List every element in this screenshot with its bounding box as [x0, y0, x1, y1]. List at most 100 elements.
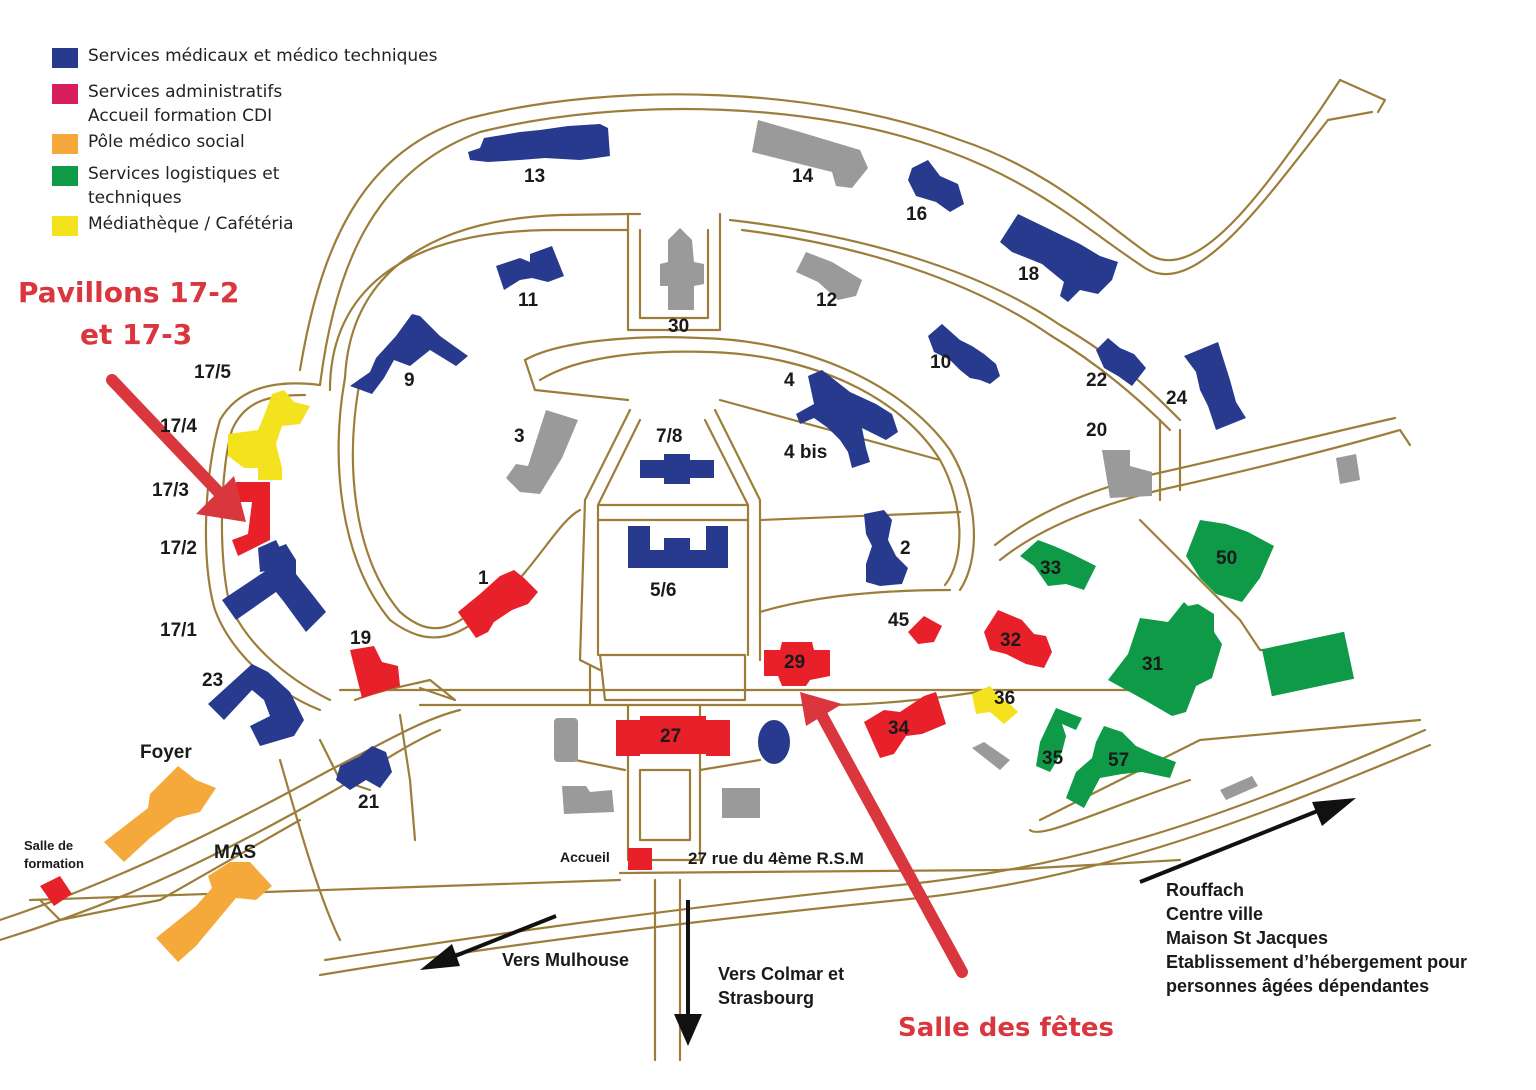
- arrow-pavillons-head: [196, 476, 246, 522]
- building-35[interactable]: [1036, 708, 1082, 772]
- label-17-2: 17/2: [160, 538, 197, 559]
- building-salle-formation[interactable]: [40, 876, 72, 906]
- building-1[interactable]: [458, 570, 538, 638]
- callout-pavillons-line1: Pavillons 17-2: [18, 276, 239, 309]
- label-21: 21: [358, 792, 380, 813]
- legend-swatch-medical: [52, 48, 78, 68]
- label-24: 24: [1166, 388, 1188, 409]
- grey-bottom-right: [722, 788, 760, 818]
- legend-item-logistic: Services logistiques et techniques: [52, 162, 472, 210]
- callout-pavillons-line2: et 17-3: [80, 318, 192, 351]
- building-13[interactable]: [468, 124, 610, 162]
- map-legend: Services médicaux et médico techniques S…: [52, 44, 472, 238]
- buildings: [40, 120, 1360, 962]
- destination-texts: Vers Mulhouse Vers Colmar et Strasbourg …: [502, 880, 1467, 1008]
- legend-swatch-social: [52, 134, 78, 154]
- dest-rouffach-1: Rouffach: [1166, 880, 1244, 900]
- label-56: 5/6: [650, 580, 676, 601]
- building-36[interactable]: [972, 686, 1018, 724]
- building-18[interactable]: [1000, 214, 1118, 302]
- label-18: 18: [1018, 264, 1039, 285]
- building-34[interactable]: [864, 692, 946, 758]
- legend-item-media: Médiathèque / Cafétéria: [52, 212, 472, 236]
- arrow-rouffach: [1139, 808, 1321, 884]
- building-foyer[interactable]: [104, 766, 216, 862]
- legend-label: techniques: [88, 188, 182, 208]
- label-36: 36: [994, 688, 1015, 709]
- arrow-rouffach-head: [1312, 798, 1356, 826]
- building-45[interactable]: [908, 616, 942, 644]
- building-29[interactable]: [764, 642, 830, 686]
- dest-rouffach-3: Maison St Jacques: [1166, 928, 1328, 948]
- building-32[interactable]: [984, 610, 1052, 668]
- label-1: 1: [478, 568, 489, 589]
- grey-bottom-left: [562, 786, 614, 814]
- legend-swatch-media: [52, 216, 78, 236]
- building-11[interactable]: [496, 246, 564, 290]
- label-27: 27: [660, 726, 681, 747]
- building-10[interactable]: [928, 324, 1000, 384]
- building-5-6[interactable]: [628, 526, 728, 568]
- building-blue-oval[interactable]: [758, 720, 790, 764]
- label-16: 16: [906, 204, 927, 225]
- label-17-3: 17/3: [152, 480, 189, 501]
- label-57: 57: [1108, 750, 1129, 771]
- callout-salle-des-fetes: Salle des fêtes: [898, 1013, 1114, 1043]
- building-57[interactable]: [1066, 726, 1176, 808]
- label-13: 13: [524, 166, 545, 187]
- label-11: 11: [518, 290, 539, 311]
- building-24[interactable]: [1184, 342, 1246, 430]
- building-50[interactable]: [1186, 520, 1274, 602]
- building-accueil[interactable]: [628, 848, 652, 870]
- building-9[interactable]: [350, 314, 468, 394]
- building-17-2-blue[interactable]: [258, 540, 284, 572]
- building-17-1[interactable]: [222, 544, 326, 632]
- building-green-block[interactable]: [1261, 631, 1355, 697]
- legend-label: Services administratifs: [88, 82, 283, 102]
- building-14-grey[interactable]: [752, 120, 868, 188]
- legend-label: Services médicaux et médico techniques: [88, 46, 438, 66]
- dest-colmar-1: Vers Colmar et: [718, 964, 844, 984]
- legend-label: Accueil formation CDI: [88, 106, 273, 126]
- building-27[interactable]: [616, 716, 730, 756]
- building-20-grey[interactable]: [1102, 450, 1152, 498]
- arrow-salle-head: [800, 692, 842, 726]
- building-3-grey[interactable]: [506, 410, 578, 494]
- legend-item-medical: Services médicaux et médico techniques: [52, 44, 472, 68]
- grey-far-right: [1220, 776, 1258, 800]
- building-16[interactable]: [908, 160, 964, 212]
- building-17-3[interactable]: [232, 482, 270, 556]
- building-mas[interactable]: [156, 862, 272, 962]
- legend-label: Médiathèque / Cafétéria: [88, 214, 294, 234]
- building-7-8[interactable]: [640, 454, 714, 484]
- building-31[interactable]: [1108, 602, 1222, 716]
- label-mas: MAS: [214, 842, 256, 863]
- dest-mulhouse: Vers Mulhouse: [502, 950, 629, 970]
- arrow-salle-shaft: [814, 706, 968, 978]
- building-33[interactable]: [1020, 540, 1096, 590]
- label-29: 29: [784, 652, 805, 673]
- building-12-grey[interactable]: [796, 252, 862, 300]
- label-34: 34: [888, 718, 910, 739]
- dest-rouffach-5: personnes âgées dépendantes: [1166, 976, 1429, 996]
- label-12: 12: [816, 290, 837, 311]
- label-17-5: 17/5: [194, 362, 231, 383]
- label-accueil: Accueil: [560, 849, 610, 865]
- building-19[interactable]: [350, 646, 400, 698]
- grey-left-of-27: [554, 718, 578, 762]
- building-30-grey[interactable]: [660, 228, 704, 310]
- building-4[interactable]: [796, 370, 898, 468]
- legend-item-admin: Services administratifs Accueil formatio…: [52, 80, 472, 128]
- building-22[interactable]: [1096, 338, 1146, 386]
- building-2[interactable]: [864, 510, 908, 586]
- label-32: 32: [1000, 630, 1021, 651]
- building-17-4-17-5[interactable]: [228, 390, 310, 480]
- building-21[interactable]: [336, 746, 392, 790]
- building-23[interactable]: [208, 664, 304, 746]
- legend-swatch-logistic: [52, 166, 78, 186]
- grey-near-35: [972, 742, 1010, 770]
- label-9: 9: [404, 370, 415, 391]
- dest-rouffach-2: Centre ville: [1166, 904, 1263, 924]
- direction-arrows: [420, 798, 1356, 1046]
